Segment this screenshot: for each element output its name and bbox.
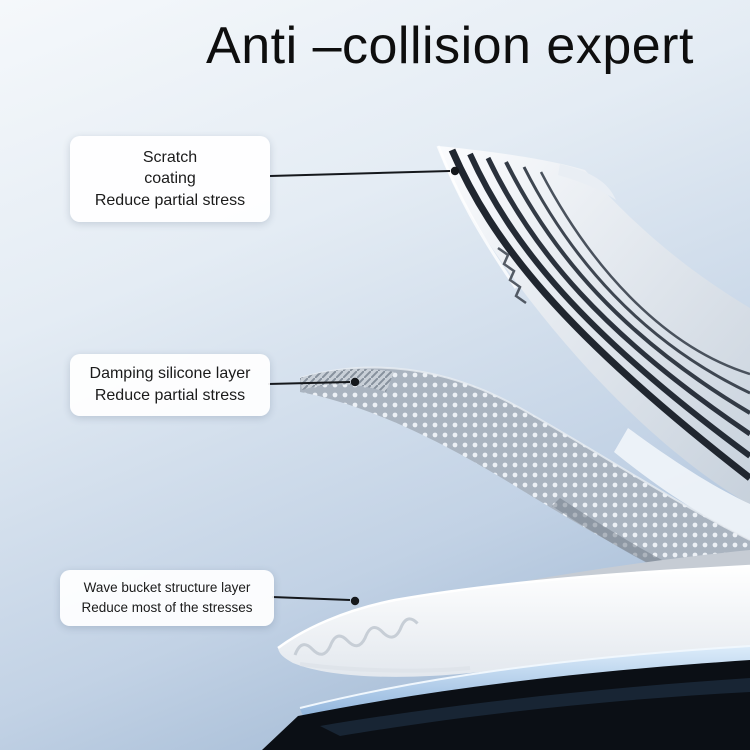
callout-line: Reduce partial stress xyxy=(94,191,246,209)
callout-line: Reduce partial stress xyxy=(94,387,246,404)
frame-lip xyxy=(558,164,616,200)
metal-edge-highlight xyxy=(436,145,518,289)
page-title: Anti –collision expert xyxy=(206,17,694,75)
wave-corrugation xyxy=(293,617,419,656)
callout-dot-1 xyxy=(450,166,460,176)
scratch-coating-layer-graphic xyxy=(436,145,750,540)
callout-line: Reduce most of the stresses xyxy=(81,600,253,615)
callout-leaders xyxy=(267,166,460,606)
callout-damping-silicone: Damping silicone layer Reduce partial st… xyxy=(70,354,270,416)
callout-leader-line-2 xyxy=(267,381,351,385)
callout-dot-2 xyxy=(350,377,360,387)
callout-line: Wave bucket structure layer xyxy=(83,579,251,595)
callout-line: Scratch xyxy=(142,148,198,166)
callout-leader-line-3 xyxy=(271,596,351,601)
callout-line: coating xyxy=(144,170,196,188)
wave-bucket-layer-graphic xyxy=(277,564,750,677)
callout-leader-line-1 xyxy=(269,170,451,177)
callout-line: Damping silicone layer xyxy=(89,365,251,383)
phone-body-graphic xyxy=(262,660,750,750)
mesh-tip-stripes xyxy=(300,368,394,392)
ridge-texture xyxy=(497,246,527,305)
callout-dot-3 xyxy=(350,596,360,606)
callout-wave-bucket: Wave bucket structure layer Reduce most … xyxy=(60,570,274,626)
callout-scratch-coating: Scratch coating Reduce partial stress xyxy=(70,136,270,222)
